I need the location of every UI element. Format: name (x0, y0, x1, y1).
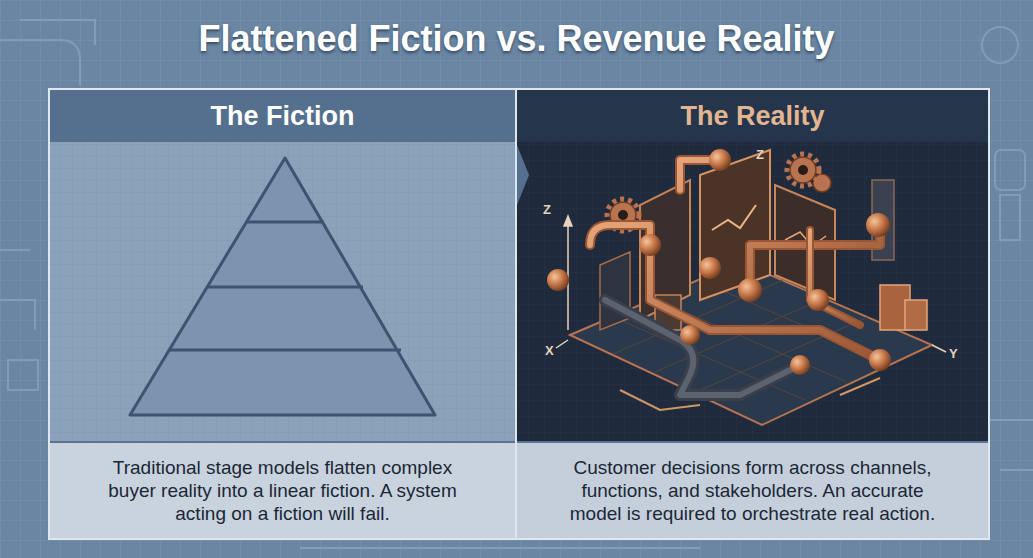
axis-label: X (545, 344, 554, 357)
panel-header: The Fiction (50, 90, 515, 142)
panel-caption: Customer decisions form across channels,… (517, 441, 988, 538)
caption-text: Customer decisions form across channels,… (561, 456, 944, 526)
panel-caption: Traditional stage models flatten complex… (50, 441, 515, 538)
panel-box: The RealityCustomer decisions form acros… (517, 88, 990, 540)
diagram-title: Flattened Fiction vs. Revenue Reality (0, 18, 1033, 60)
axis-label: Z (543, 203, 551, 216)
caption-text: Traditional stage models flatten complex… (94, 456, 471, 526)
panel-heading: The Reality (680, 101, 824, 132)
axis-label: Y (949, 347, 958, 360)
panel-heading: The Fiction (211, 101, 355, 132)
axis-label: Z (756, 148, 764, 161)
panel-header: The Reality (517, 90, 988, 142)
panel-box: The FictionTraditional stage models flat… (48, 88, 517, 540)
